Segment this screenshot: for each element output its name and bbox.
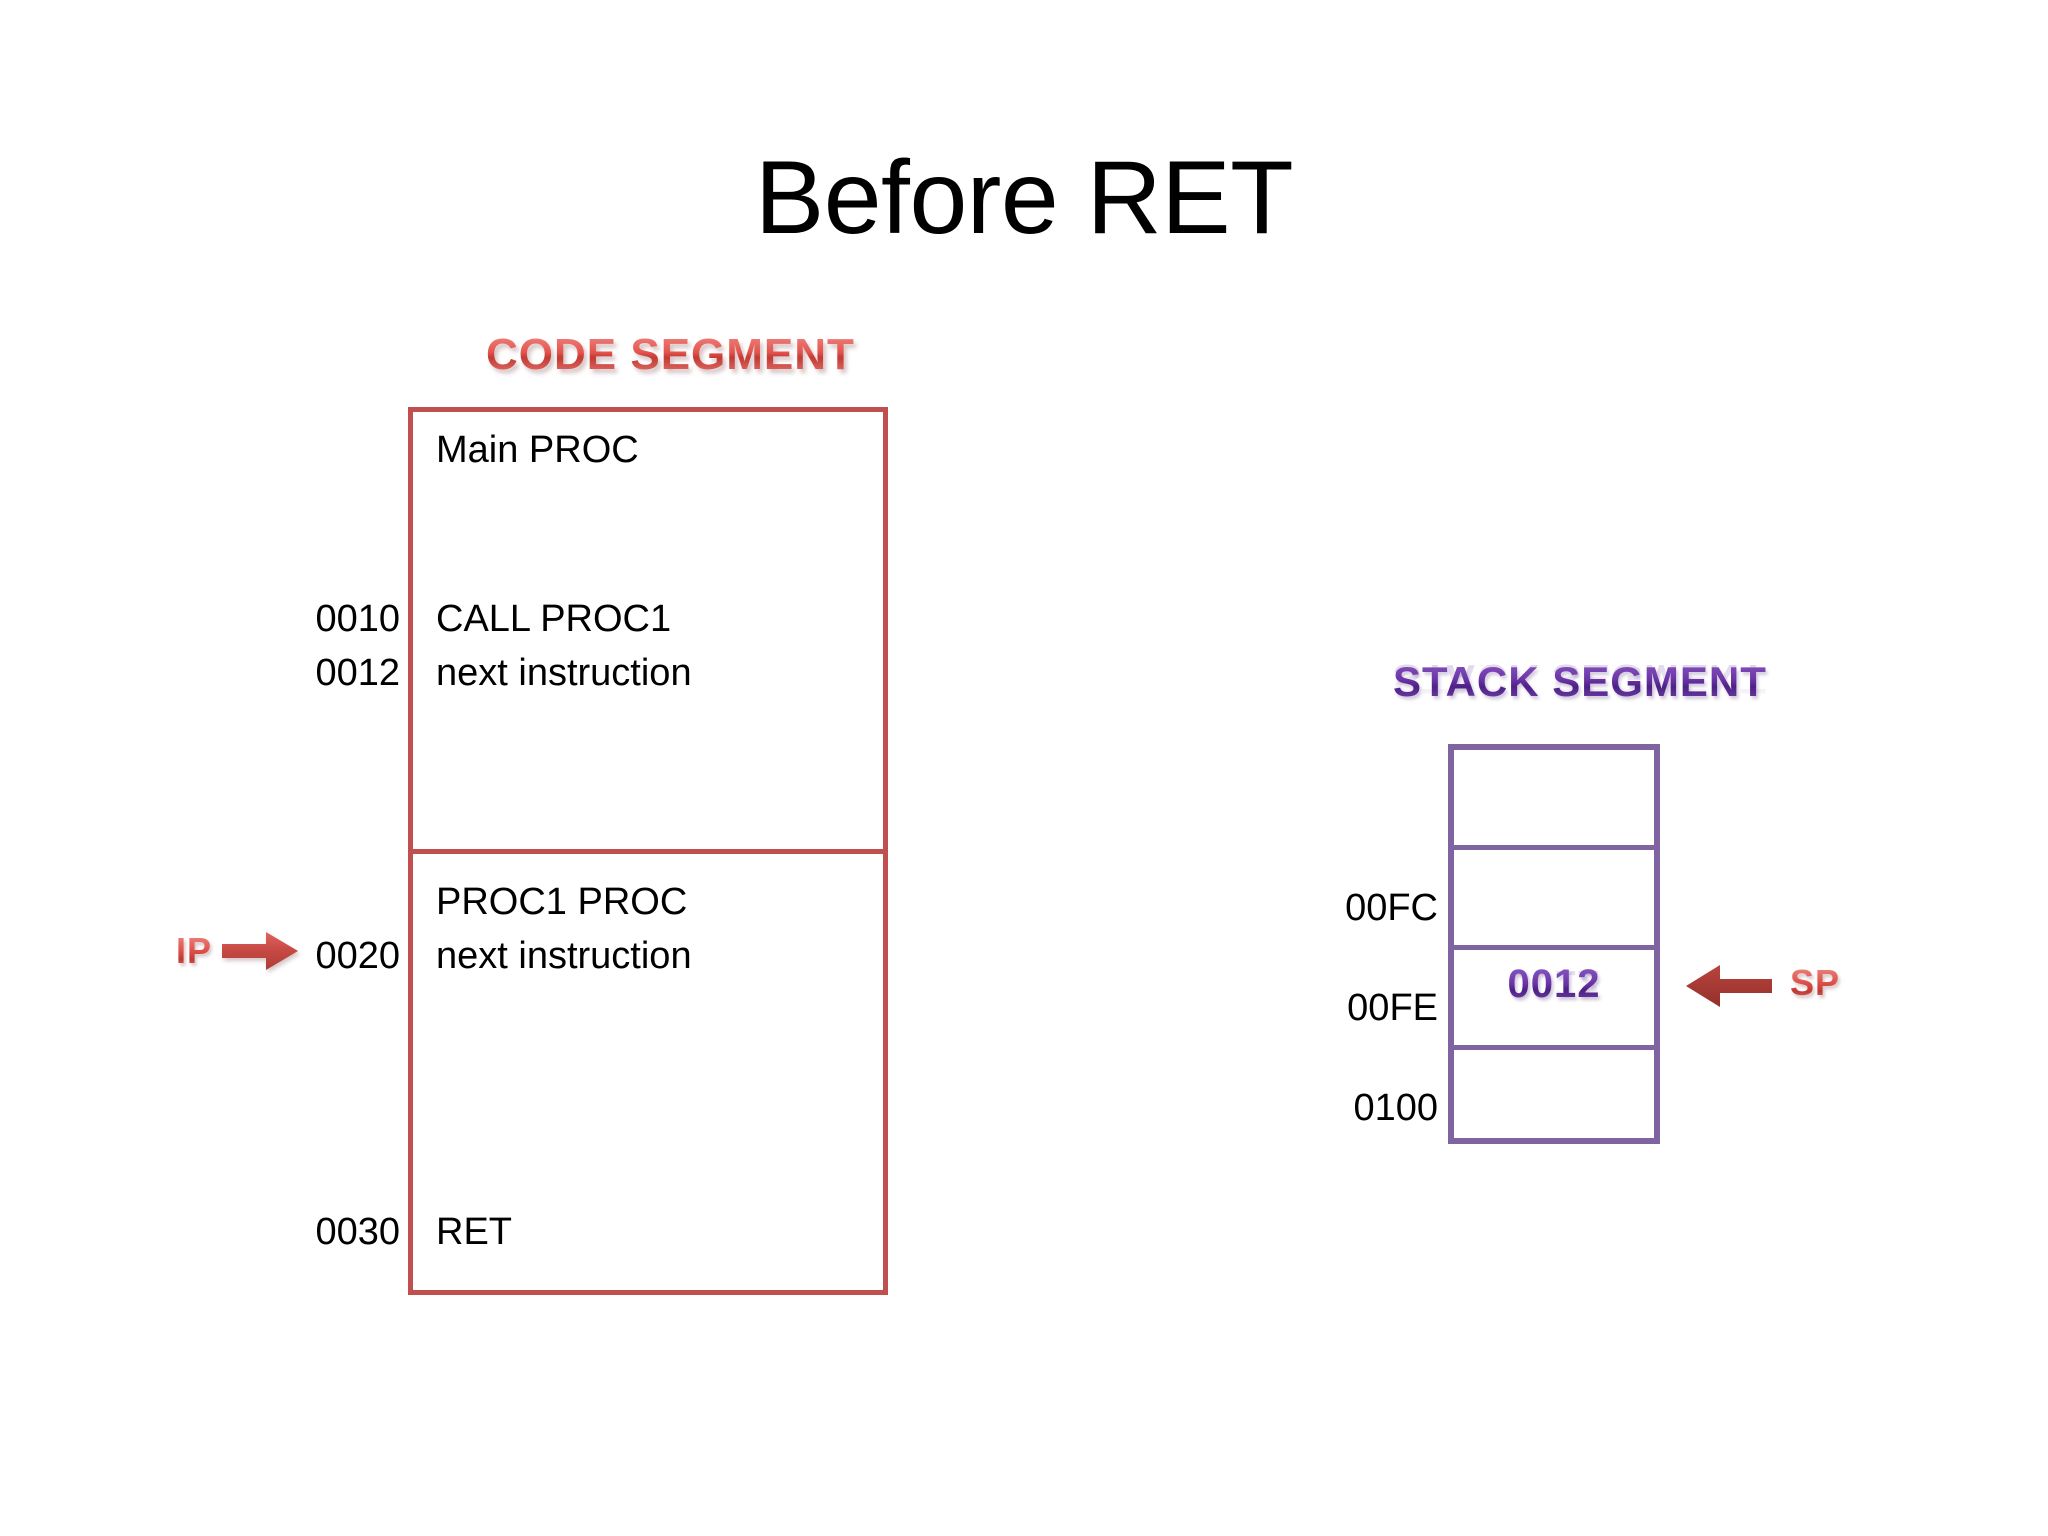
code-segment-heading: CODE SEGMENT — [486, 330, 855, 379]
page-title: Before RET — [754, 140, 1294, 256]
sp-pointer-label: SP — [1790, 962, 1841, 1003]
code-address-0020: 0020 — [315, 935, 400, 977]
code-line-next-instruction-main: next instruction — [436, 652, 692, 694]
code-line-proc1-proc: PROC1 PROC — [436, 881, 688, 923]
stack-value-00fe: 0012 — [1448, 962, 1660, 1007]
stack-address-00fc: 00FC — [1345, 887, 1438, 929]
stack-row — [1454, 750, 1654, 850]
stack-row — [1454, 850, 1654, 950]
code-address-0030: 0030 — [315, 1211, 400, 1253]
code-line-call-proc1: CALL PROC1 — [436, 598, 672, 640]
stack-address-00fe: 00FE — [1347, 987, 1438, 1029]
code-segment-divider — [408, 849, 888, 854]
code-address-0012: 0012 — [315, 652, 400, 694]
stack-row — [1454, 1050, 1654, 1150]
stack-segment-heading: STACK SEGMENT — [1393, 658, 1767, 705]
stack-address-0100: 0100 — [1353, 1087, 1438, 1129]
code-address-0010: 0010 — [315, 598, 400, 640]
code-line-main-proc: Main PROC — [436, 429, 639, 471]
ip-pointer-label: IP — [176, 930, 213, 971]
arrow-right-icon — [222, 932, 298, 970]
arrow-left-icon — [1686, 965, 1772, 1007]
code-line-ret: RET — [436, 1211, 512, 1253]
stack-row — [1454, 950, 1654, 1050]
code-line-next-instruction-proc1: next instruction — [436, 935, 692, 977]
stack-table — [1448, 744, 1660, 1144]
